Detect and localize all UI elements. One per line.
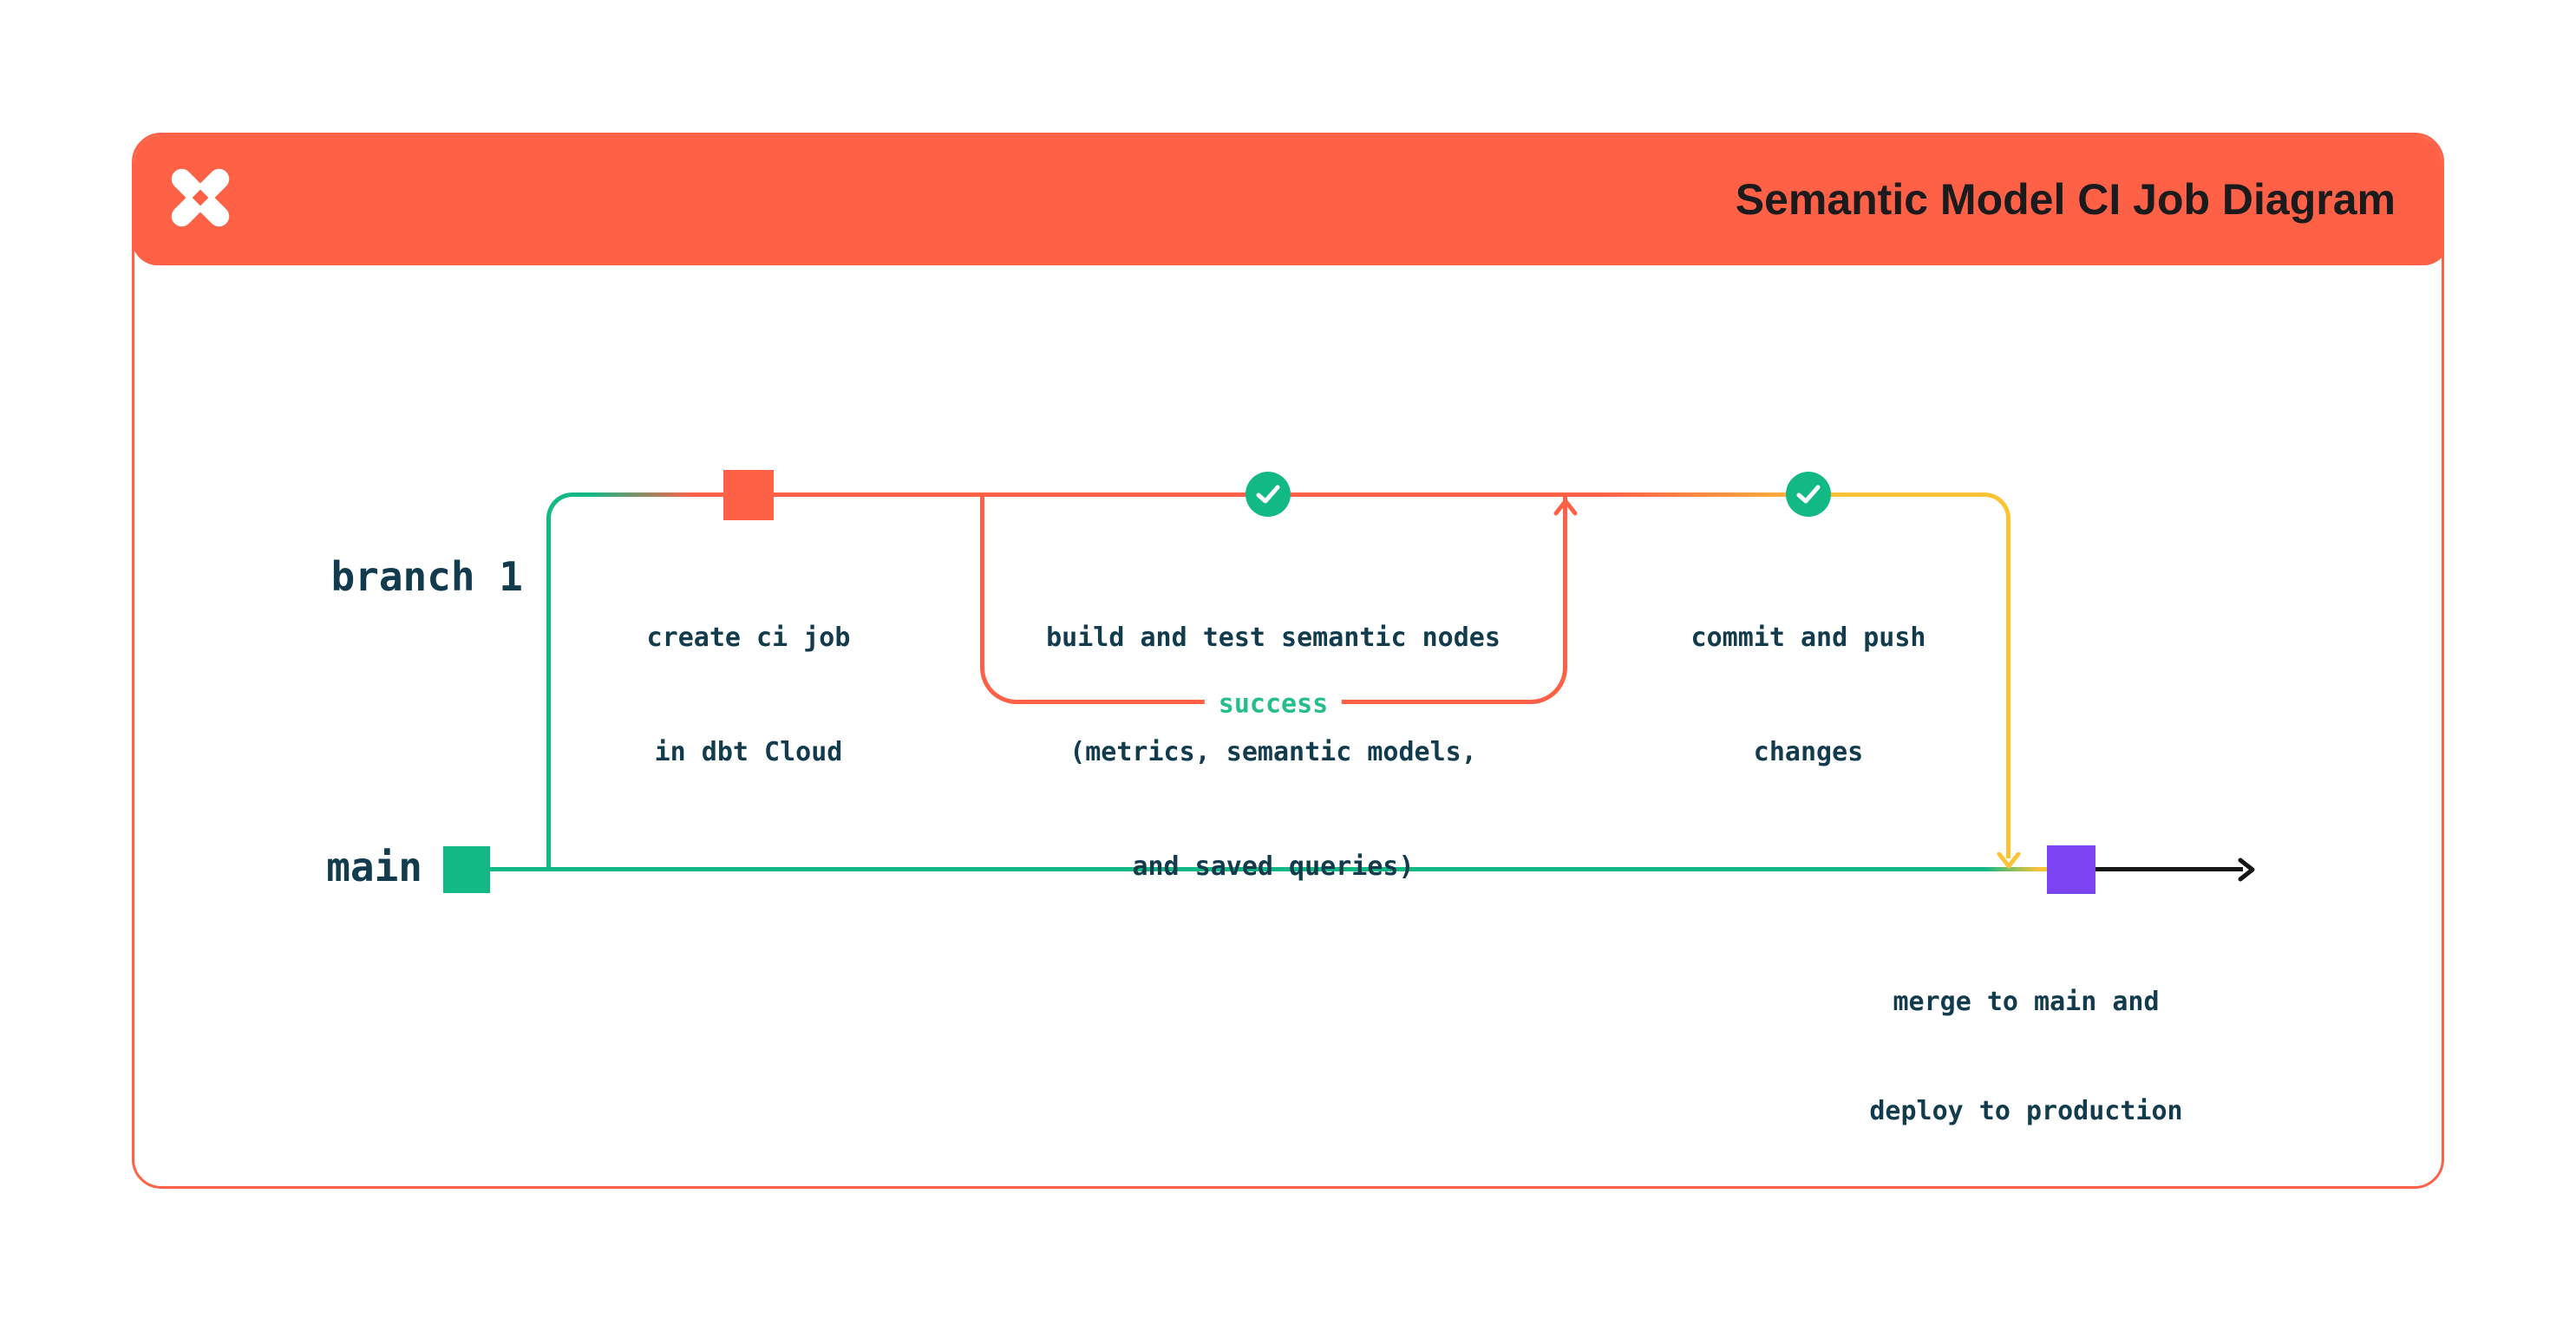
branch1-label: branch 1: [330, 553, 523, 600]
node-label-line: merge to main and: [1893, 987, 2160, 1017]
card-header: Semantic Model CI Job Diagram: [134, 135, 2442, 265]
merge-down-arrowhead-icon: [1997, 852, 2021, 869]
node-label-line: deploy to production: [1869, 1096, 2183, 1126]
dbt-logo-icon: [171, 168, 230, 227]
create-ci-node-label: create ci job in dbt Cloud: [575, 543, 922, 848]
diagram-card: Semantic Model CI Job Diagram: [132, 133, 2444, 1189]
node-label-line: changes: [1753, 737, 1864, 767]
node-label-line: build and test semantic nodes: [1046, 623, 1500, 653]
main-label: main: [326, 844, 422, 890]
branch-fork-corner: [546, 492, 578, 524]
branch-merge-line: [2006, 520, 2010, 858]
create-ci-commit-square: [723, 470, 774, 520]
check-circle-icon: [1786, 472, 1831, 517]
commit-push-node-label: commit and push changes: [1635, 543, 1982, 848]
node-label-line: and saved queries): [1132, 851, 1415, 882]
main-continuation-line: [2095, 867, 2243, 871]
main-arrowhead-icon: [2238, 858, 2255, 882]
merge-deploy-node-label: merge to main and deploy to production: [1831, 911, 2221, 1203]
merge-commit-square: [2047, 845, 2095, 894]
branch-fork-line: [546, 520, 551, 871]
node-label-line: create ci job: [646, 623, 851, 653]
page-title: Semantic Model CI Job Diagram: [1735, 174, 2396, 224]
success-label: success: [1204, 688, 1343, 720]
success-up-arrowhead-icon: [1553, 499, 1578, 516]
node-label-line: in dbt Cloud: [654, 737, 843, 767]
main-branch-line: [489, 867, 2047, 871]
check-circle-icon: [1246, 472, 1291, 517]
build-test-node-label: build and test semantic nodes (metrics, …: [1013, 543, 1533, 962]
node-label-line: commit and push: [1690, 623, 1926, 653]
main-commit-square: [443, 846, 490, 893]
node-label-line: (metrics, semantic models,: [1069, 737, 1477, 767]
branch-merge-corner: [1981, 492, 2010, 524]
